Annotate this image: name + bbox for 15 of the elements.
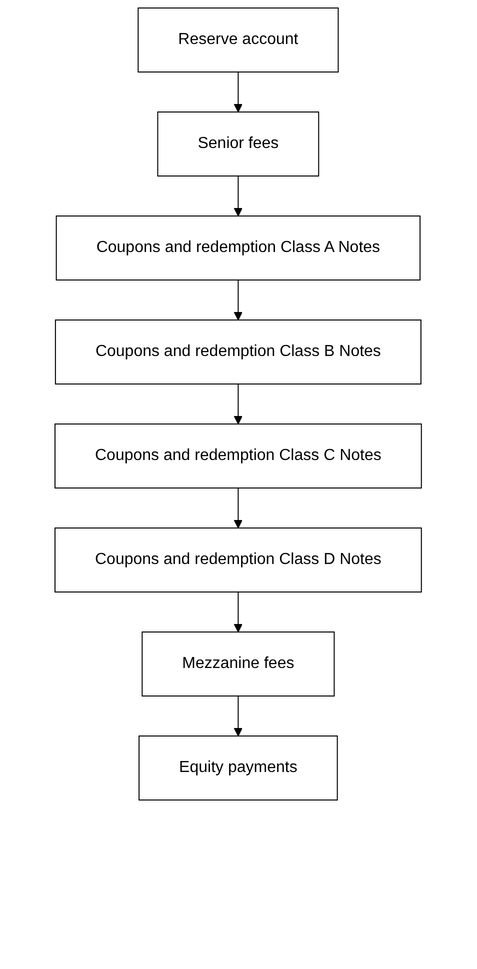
arrow xyxy=(234,280,243,320)
node-box: Coupons and redemption Class A Notes xyxy=(56,216,421,280)
node-box: Reserve account xyxy=(138,8,340,72)
arrow xyxy=(234,592,243,632)
arrow xyxy=(234,488,243,528)
node-box: Mezzanine fees xyxy=(142,632,336,696)
arrow xyxy=(234,696,243,736)
node-box: Coupons and redemption Class B Notes xyxy=(55,320,422,384)
node-box: Equity payments xyxy=(138,736,338,800)
arrow xyxy=(234,384,243,424)
node-box: Coupons and redemption Class C Notes xyxy=(54,424,422,488)
arrow xyxy=(234,176,243,216)
arrow xyxy=(234,72,243,112)
node-box: Coupons and redemption Class D Notes xyxy=(54,528,422,592)
node-box: Senior fees xyxy=(158,112,320,176)
